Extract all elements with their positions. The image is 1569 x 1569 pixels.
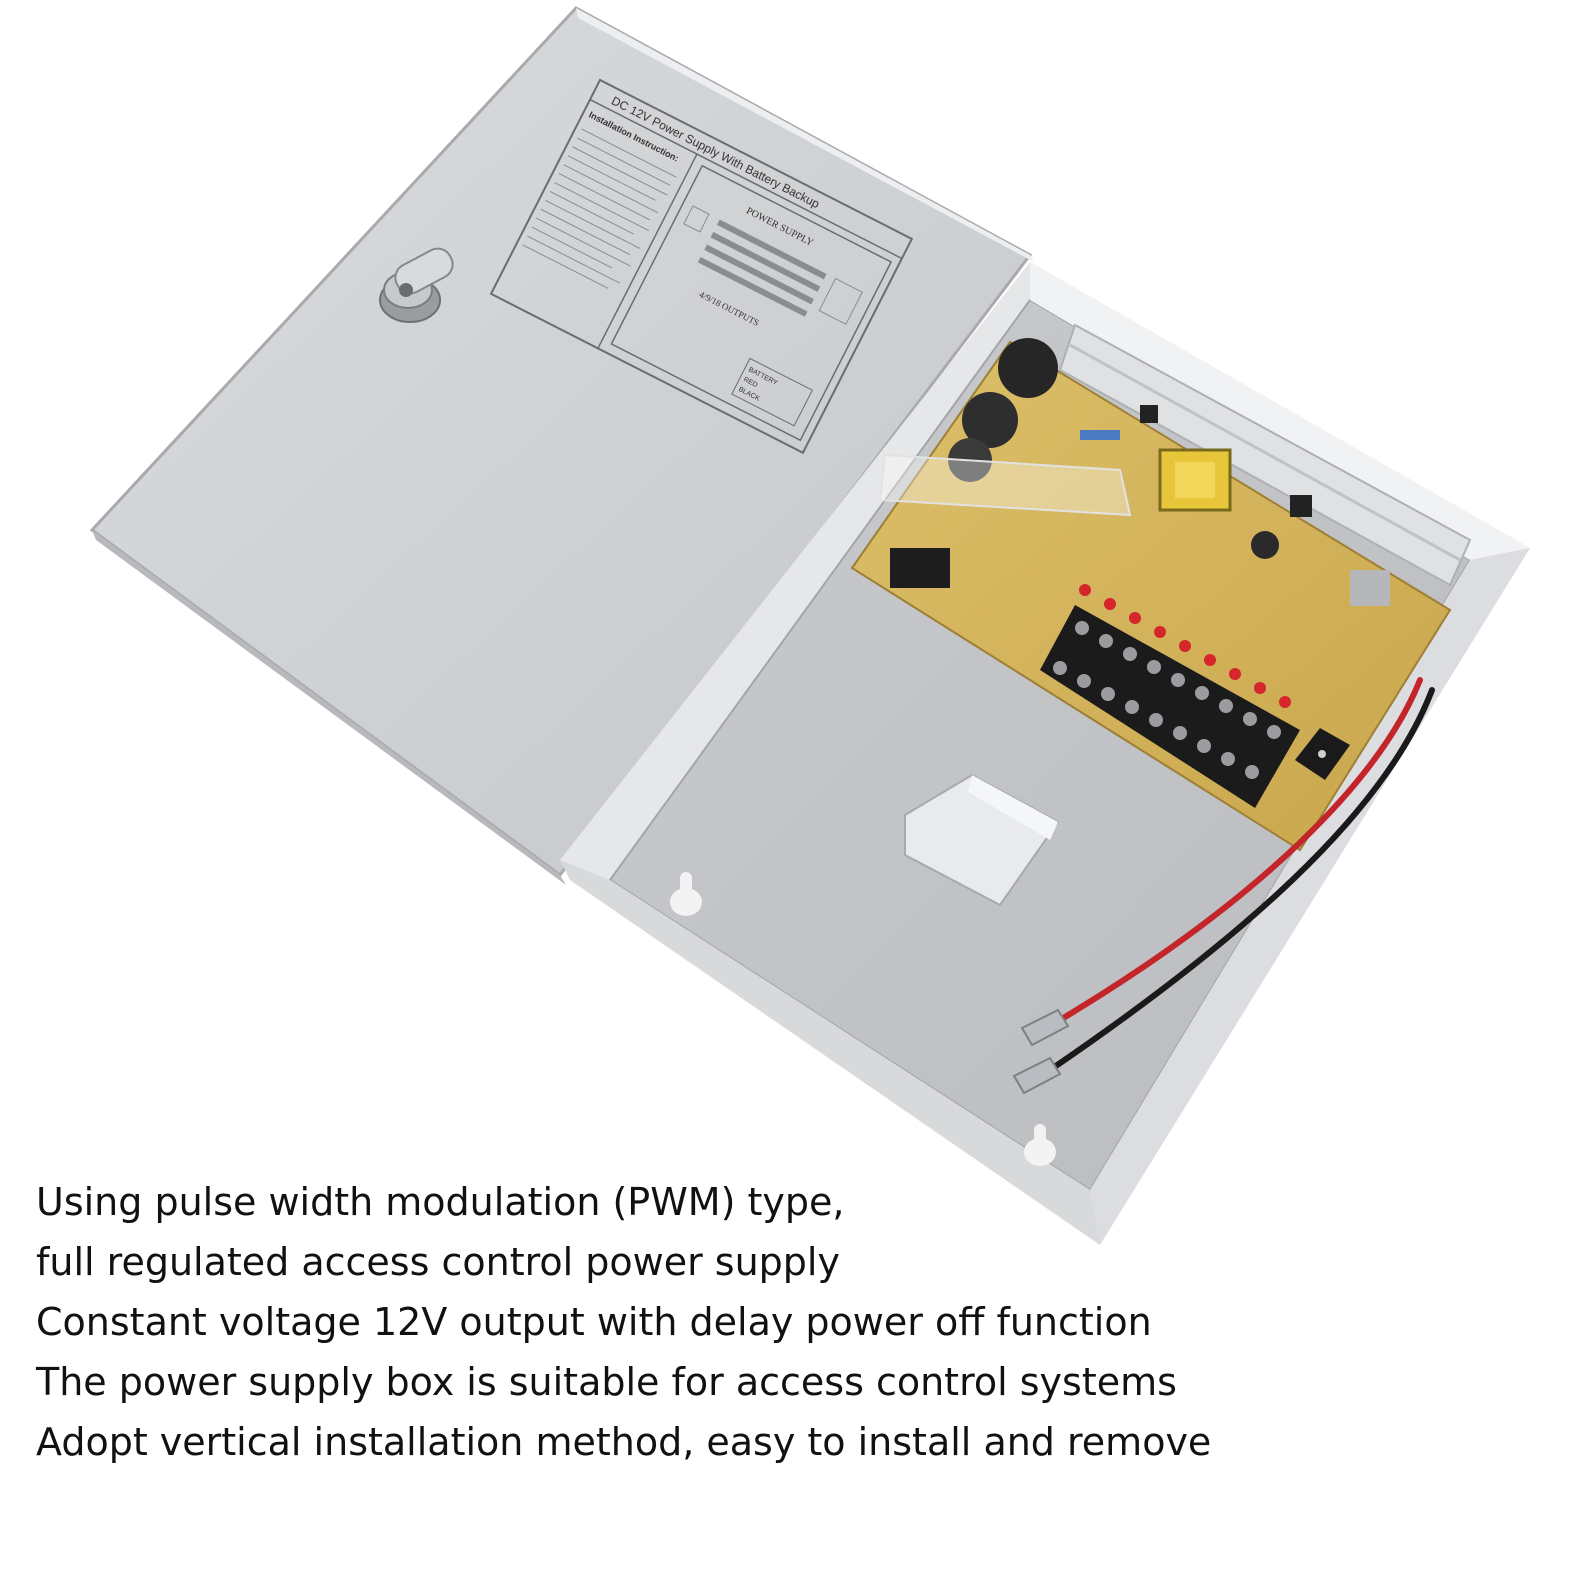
mounting-hole-icon [670,872,702,916]
wire-connector-icon [1012,1008,1070,1095]
heatsink [1058,323,1472,587]
feature-line: full regulated access control power supp… [36,1240,840,1284]
enclosure-lid [89,6,1034,885]
power-switch-icon [1295,728,1350,780]
circuit-board [850,338,1452,852]
mounting-hole-icon [1024,1124,1056,1166]
feature-line: The power supply box is suitable for acc… [36,1360,1177,1404]
battery-wires [1047,677,1435,1073]
product-photo: DC 12V Power Supply With Battery Backup … [89,6,1530,1245]
battery-bracket [904,773,1060,907]
feature-list: Using pulse width modulation (PWM) type,… [36,1172,1536,1472]
feature-line: Constant voltage 12V output with delay p… [36,1300,1152,1344]
fuse-row [1079,584,1291,708]
feature-line: Adopt vertical installation method, easy… [36,1420,1212,1464]
lock-icon [379,247,454,323]
terminal-block [1040,605,1300,808]
feature-line: Using pulse width modulation (PWM) type, [36,1180,845,1224]
